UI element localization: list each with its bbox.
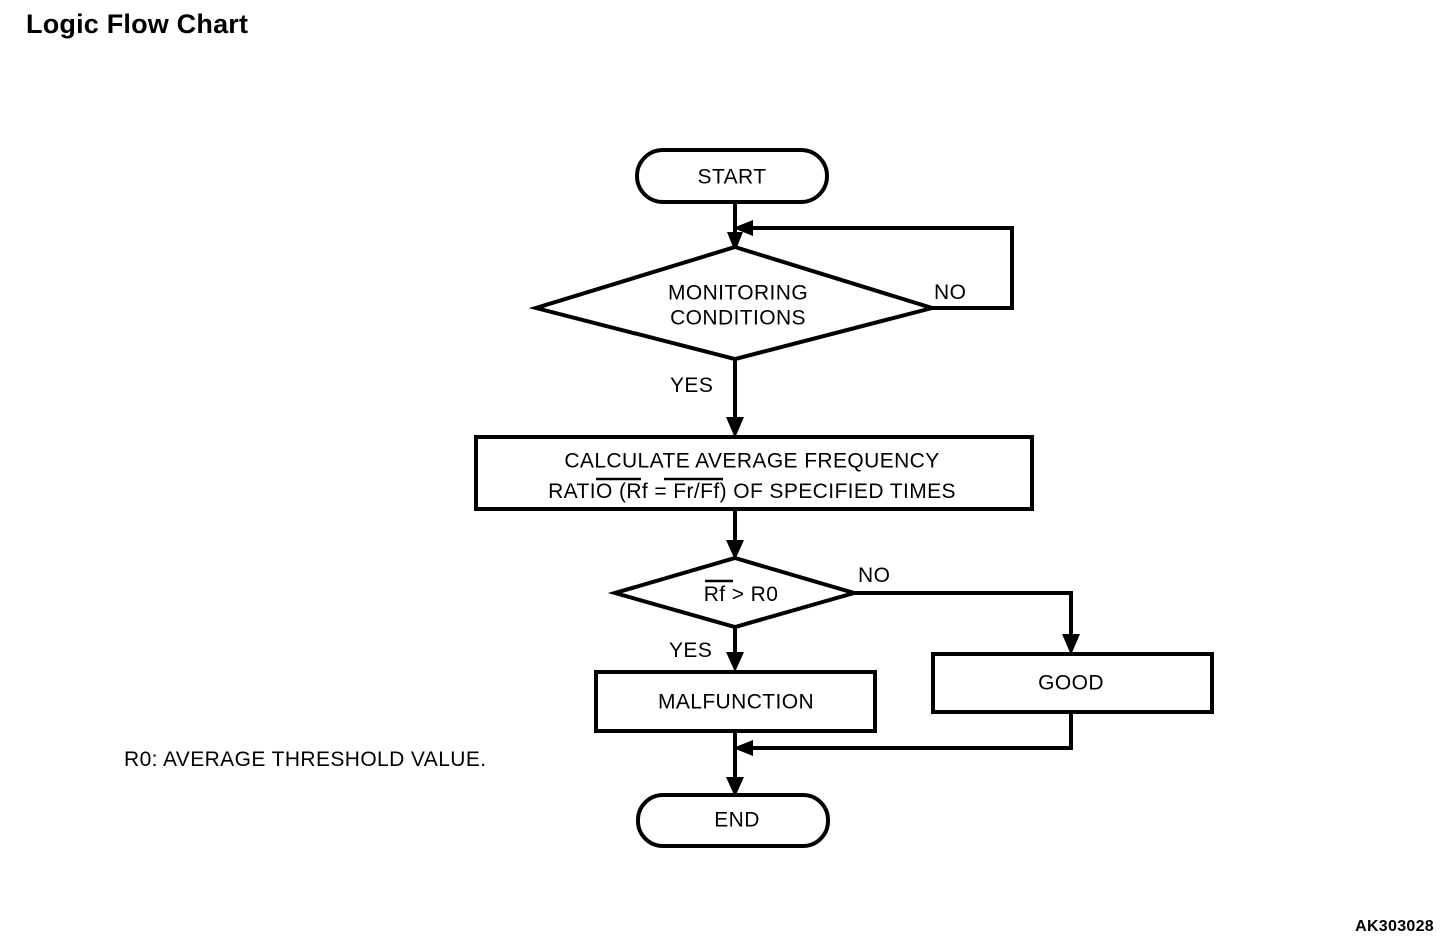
- edge-malfunction-to-end: [726, 731, 744, 797]
- malfunction-shape: [594, 670, 877, 733]
- good-shape: [931, 652, 1214, 714]
- calculate-equals: =: [648, 480, 673, 503]
- edge-compare-yes-to-malfunction: [726, 628, 744, 672]
- calculate-rf-term: (Rf: [619, 480, 648, 503]
- calculate-shape: [474, 435, 1034, 511]
- threshold-note: R0: AVERAGE THRESHOLD VALUE.: [124, 748, 486, 771]
- monitoring-conditions-label-line1: MONITORING: [668, 282, 808, 305]
- edge-label-compare-no: NO: [858, 564, 890, 587]
- node-calculate-average-frequency[interactable]: CALCULATE AVERAGE FREQUENCY RATIO (Rf = …: [474, 435, 1034, 511]
- start-label: START: [698, 166, 767, 189]
- compare-rf-term: Rf: [704, 583, 726, 606]
- monitoring-conditions-label-line2: CONDITIONS: [670, 307, 806, 330]
- calculate-label-line1: CALCULATE AVERAGE FREQUENCY: [564, 450, 939, 473]
- edge-monitoring-no-loop: [733, 220, 1014, 310]
- node-good[interactable]: GOOD: [931, 652, 1214, 714]
- compare-label: Rf > R0: [704, 583, 779, 606]
- page-title: Logic Flow Chart: [26, 9, 249, 39]
- edge-start-to-monitoring: [727, 201, 743, 252]
- start-shape: [635, 148, 829, 204]
- compare-shape: [607, 555, 862, 630]
- reference-code: AK303028: [1355, 918, 1434, 935]
- end-shape: [636, 793, 830, 848]
- node-malfunction[interactable]: MALFUNCTION: [594, 670, 877, 733]
- edge-monitoring-yes-to-calculate: [726, 360, 744, 438]
- calculate-ratio-word: RATIO: [548, 480, 619, 503]
- edge-label-compare-yes: YES: [669, 639, 712, 662]
- edge-label-monitoring-no: NO: [934, 281, 966, 304]
- edge-compare-no-to-good: [854, 591, 1080, 655]
- malfunction-label: MALFUNCTION: [658, 691, 814, 714]
- edge-label-monitoring-yes: YES: [670, 374, 713, 397]
- edge-calculate-to-compare: [726, 511, 744, 560]
- good-label: GOOD: [1038, 672, 1104, 695]
- end-label: END: [714, 809, 760, 832]
- edge-good-to-end-merge: [733, 712, 1073, 756]
- node-monitoring-conditions[interactable]: MONITORING CONDITIONS: [528, 244, 940, 362]
- calculate-label-line2: RATIO (Rf = Fr/Ff) OF SPECIFIED TIMES: [548, 480, 956, 503]
- node-start[interactable]: START: [635, 148, 829, 204]
- calculate-tail: OF SPECIFIED TIMES: [727, 480, 956, 503]
- compare-rest: > R0: [726, 583, 779, 606]
- calculate-frff-term: Fr/Ff): [673, 480, 727, 503]
- node-compare-rf-r0[interactable]: Rf > R0: [607, 555, 862, 630]
- monitoring-conditions-shape: [528, 244, 940, 362]
- node-end[interactable]: END: [636, 793, 830, 848]
